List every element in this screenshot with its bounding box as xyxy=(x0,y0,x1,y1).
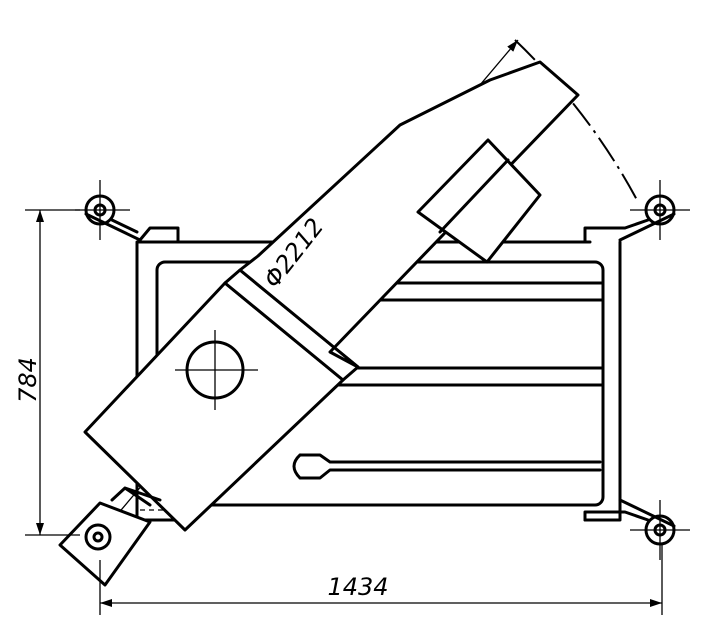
height-dimension-label: 784 xyxy=(14,357,42,403)
swing-arc xyxy=(514,39,638,201)
lifting-eyes xyxy=(75,180,690,560)
rotating-arm xyxy=(83,60,580,532)
pivot-block xyxy=(58,486,165,587)
dimension-lines xyxy=(25,209,663,615)
width-dimension-label: 1434 xyxy=(327,573,388,601)
